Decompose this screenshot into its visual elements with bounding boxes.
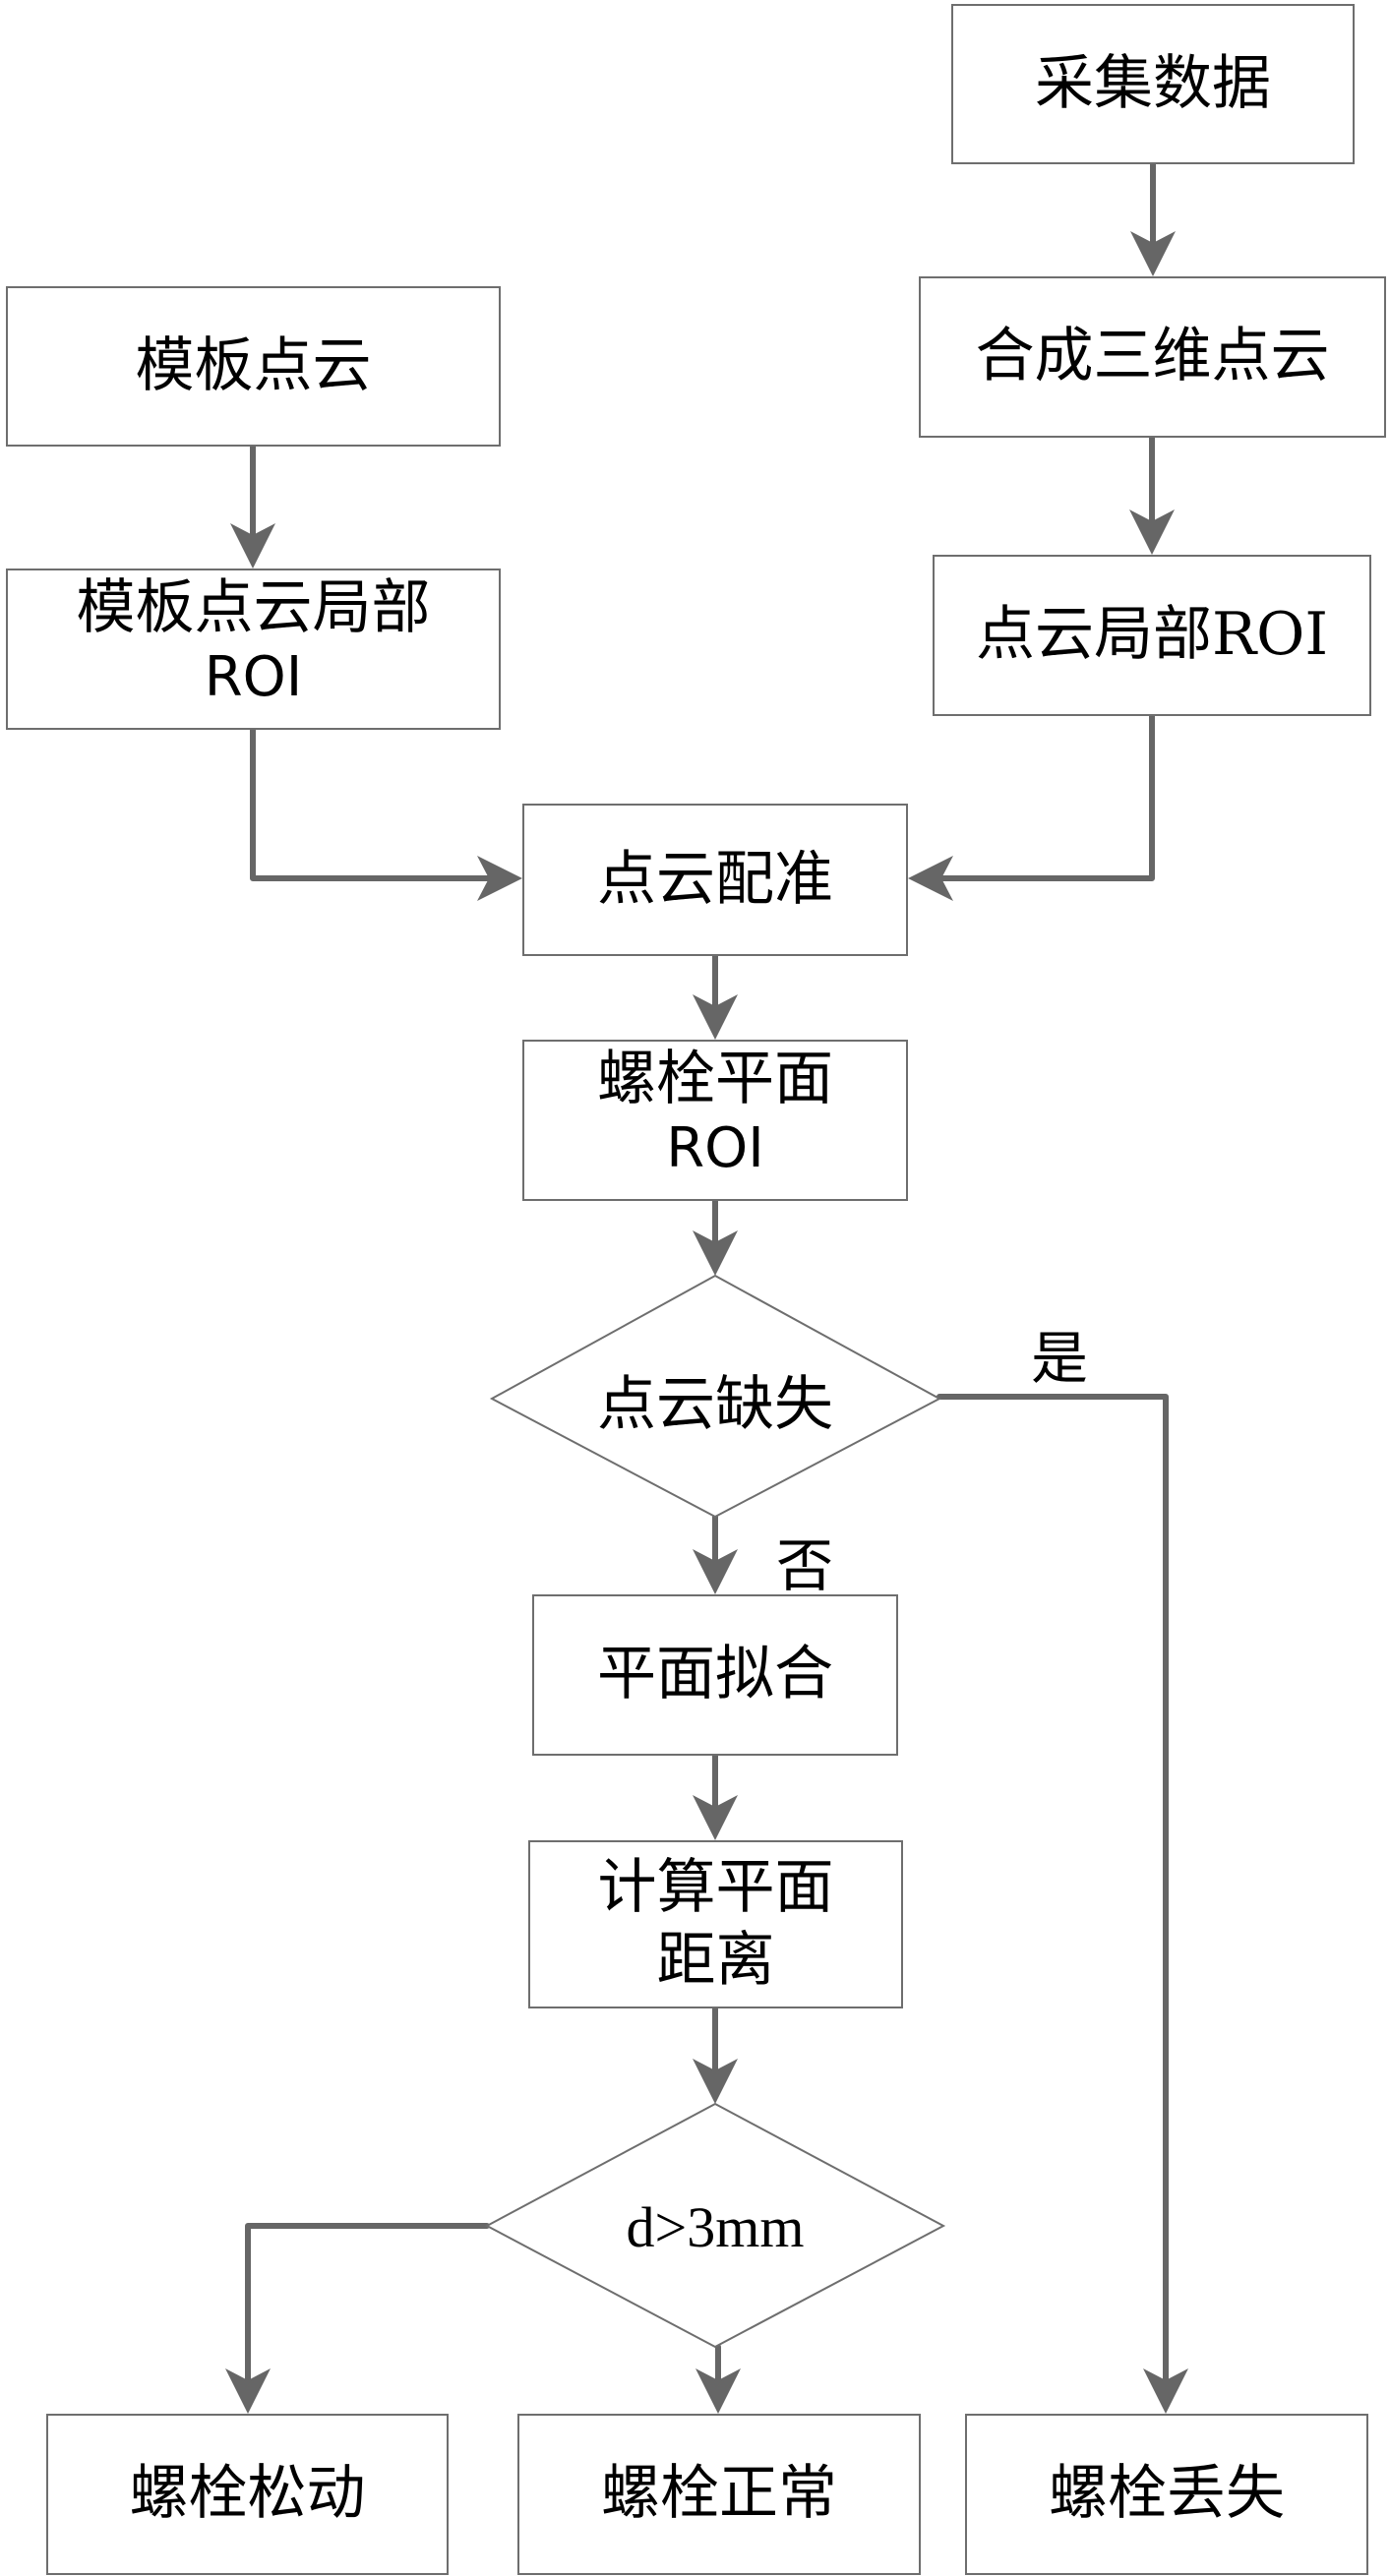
edge-registration-to-bolt-plane-roi-arrowhead [693,994,738,1040]
edge-local-roi-to-registration-line [937,713,1155,881]
node-local-roi: 点云局部ROI [933,555,1371,716]
node-label: 模板点云 [135,330,372,400]
node-label-line-1: 计算平面 [597,1853,834,1923]
edge-missing-check-yes-line [937,1394,1169,2387]
node-label: 螺栓松动 [129,2459,366,2529]
edge-distance-check-to-loose-arrowhead [225,2368,271,2414]
edge-collect-to-synthesize-arrowhead [1130,231,1176,276]
node-label: 点云配准 [597,844,833,914]
node-label: 螺栓正常 [601,2459,837,2529]
node-label: 合成三维点云 [975,322,1330,391]
node-template-local-roi: 模板点云局部 ROI [6,569,501,730]
node-label: 采集数据 [1035,48,1271,118]
node-label-line-1: 模板点云局部 [76,573,431,642]
edge-label-no: 否 [776,1532,834,1599]
edge-plane-fit-to-compute-distance-arrowhead [693,1795,738,1840]
edge-distance-check-to-loose-line [245,2223,490,2387]
node-bolt-loose: 螺栓松动 [46,2414,449,2575]
node-bolt-plane-roi: 螺栓平面 ROI [522,1040,908,1201]
connectors [225,161,1188,2414]
decision-missing-check-diamond [489,1274,942,1519]
edge-distance-check-to-normal-arrowhead [695,2368,741,2414]
edge-template-roi-to-registration-arrowhead [477,856,522,901]
node-label: 点云局部ROI [975,600,1329,670]
node-label: 平面拟合 [597,1640,833,1709]
node-label-line-2: ROI [204,645,303,710]
edge-missing-check-yes-arrowhead [1143,2368,1188,2414]
node-synthesize-3d-cloud: 合成三维点云 [919,276,1386,438]
node-plane-fit: 平面拟合 [532,1594,898,1756]
edge-bolt-plane-roi-to-missing-check-arrowhead [693,1230,738,1276]
node-registration: 点云配准 [522,804,908,956]
edge-template-roi-to-registration-line [250,727,495,881]
node-label-line-1: 螺栓平面 [597,1045,833,1113]
edge-missing-check-no-arrowhead [693,1549,738,1594]
edge-label-yes: 是 [1031,1325,1089,1392]
node-bolt-normal: 螺栓正常 [517,2414,921,2575]
edge-template-to-template-roi-arrowhead [230,523,275,569]
node-label-line-2: ROI [666,1116,764,1181]
edge-compute-distance-to-distance-check-arrowhead [693,2059,738,2104]
edge-local-roi-to-registration-arrowhead [908,856,953,901]
node-compute-distance: 计算平面 距离 [528,1840,903,2008]
node-bolt-lost: 螺栓丢失 [965,2414,1368,2575]
edge-synthesize-to-local-roi-arrowhead [1129,509,1175,555]
node-label: 螺栓丢失 [1049,2459,1285,2529]
node-label-line-2: 距离 [656,1925,775,1995]
decision-distance-check-label: d>3mm [626,2194,805,2259]
decision-shapes [484,1274,946,2349]
decision-missing-check-label: 点云缺失 [597,1369,833,1439]
node-collect-data: 采集数据 [951,4,1355,164]
decision-distance-check-diamond [484,2102,946,2349]
node-template-cloud: 模板点云 [6,286,501,447]
